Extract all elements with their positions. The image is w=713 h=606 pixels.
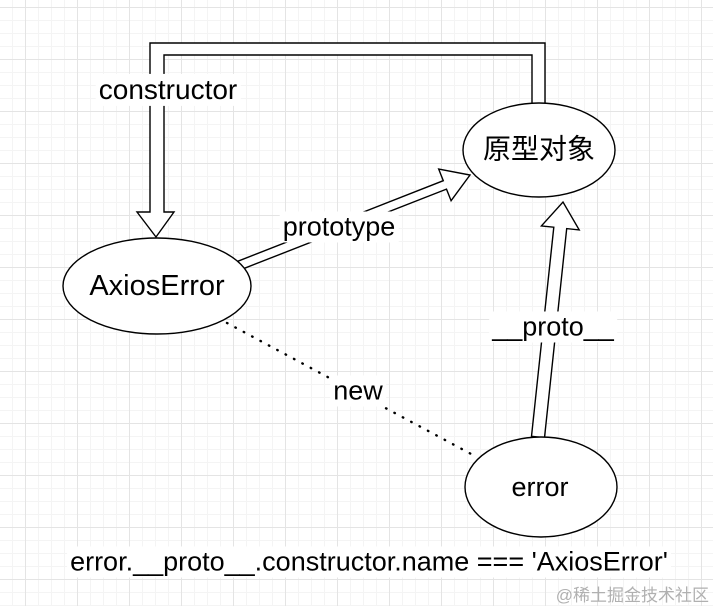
node-axioserror-ellipse xyxy=(62,237,252,335)
node-prototype-object-ellipse xyxy=(462,102,616,198)
node-error-ellipse xyxy=(464,436,618,538)
node-label-error: error xyxy=(511,472,569,503)
edge-label-constructor: constructor xyxy=(95,73,241,107)
edge-constructor-arrow xyxy=(135,42,546,239)
edge-new-dotted-line xyxy=(225,321,475,457)
caption-code-line: error.__proto__.constructor.name === 'Ax… xyxy=(67,546,671,578)
node-label-axioserror: AxiosError xyxy=(89,270,225,303)
edge-label-new: new xyxy=(330,375,386,407)
edge-label-prototype: prototype xyxy=(279,211,399,243)
watermark-text: @稀土掘金技术社区 xyxy=(555,586,709,605)
node-label-prototype-object: 原型对象 xyxy=(482,133,596,165)
edge-label-proto: __proto__ xyxy=(489,311,617,343)
